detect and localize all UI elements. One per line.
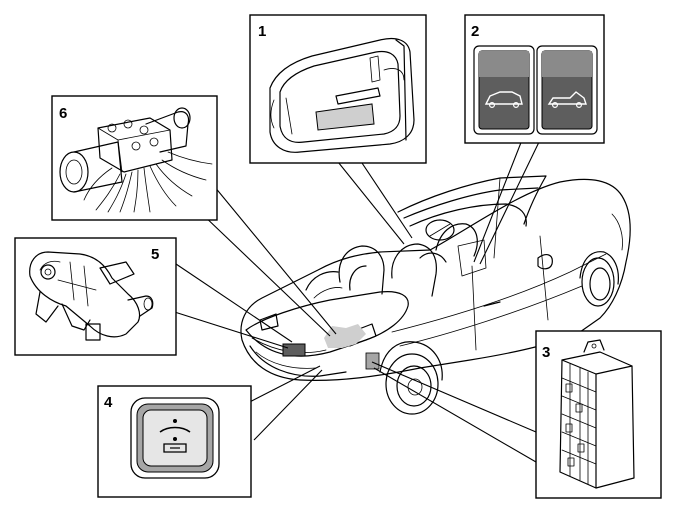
module-location-highlight [365,352,380,370]
callout-2-number: 2 [471,23,479,40]
callout-3-number: 3 [542,344,550,361]
callout-1-number: 1 [258,23,266,40]
callout-5-number: 5 [151,246,159,263]
door-panel-illustration [269,37,415,153]
convertible-car-illustration [240,175,631,415]
roof-button-icon [159,419,191,453]
callout-4-number: 4 [104,394,113,411]
trunk-component-highlight [324,324,366,348]
roof-open-switch [536,45,598,135]
lock-motor-illustration [29,251,154,341]
callout-2-roof-switches: 2 [464,14,605,144]
roof-close-switch [473,45,535,135]
callout-4-trunk-switch: 4 [97,385,252,498]
callout-1-door-panel: 1 [249,14,427,164]
roof-open-icon [547,91,587,108]
control-module-illustration [559,339,635,489]
callout-6-number: 6 [59,105,67,122]
callout-5-lock-motor: 5 [14,237,177,356]
callout-6-hydraulic-pump: 6 [51,95,218,221]
callout-3-control-module: 3 [535,330,662,499]
hydraulic-pump-illustration [59,107,213,213]
roof-close-icon [484,91,523,108]
trunk-roof-button [130,397,220,479]
